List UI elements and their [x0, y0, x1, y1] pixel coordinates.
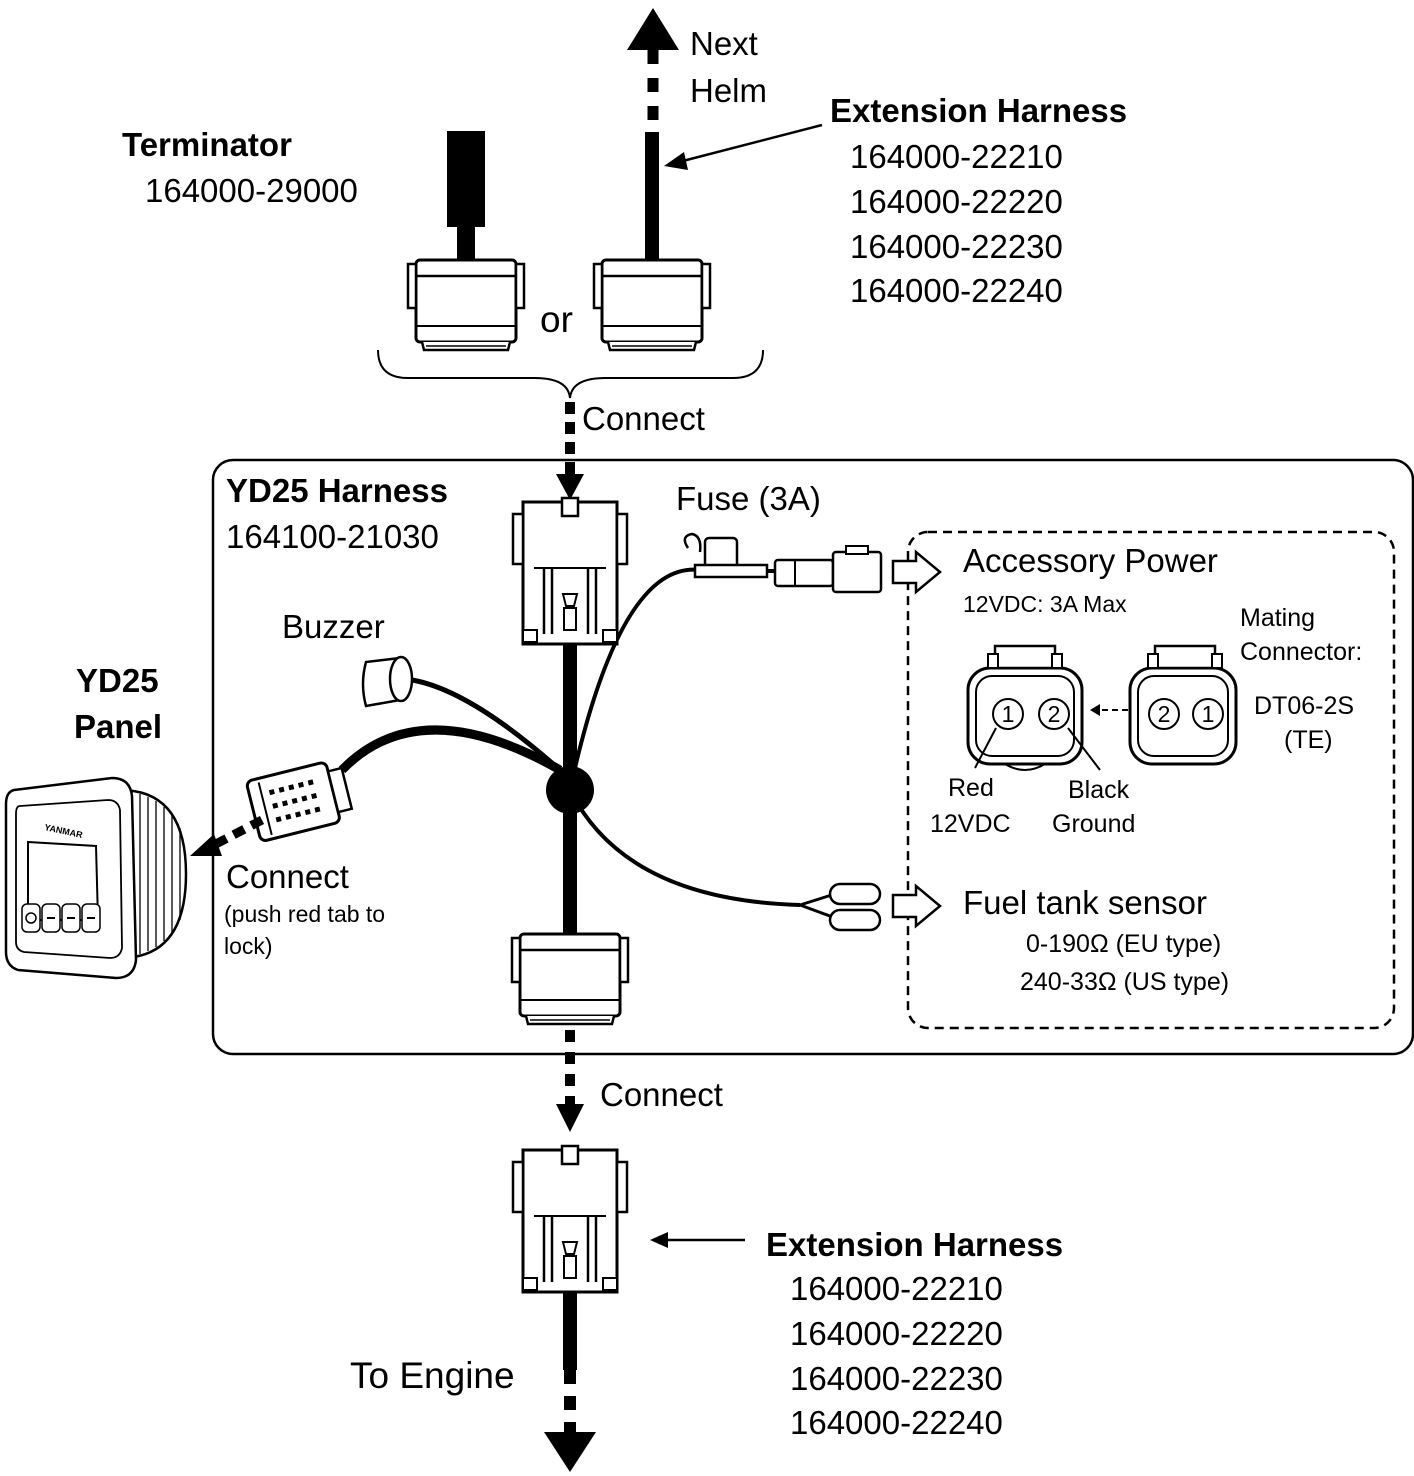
connect-arrow-top [556, 402, 584, 500]
extension-cable-top [645, 132, 659, 262]
accessory-plug [773, 545, 883, 594]
harness-part: 164100-21030 [226, 518, 439, 555]
extension-title-top: Extension Harness [830, 92, 1127, 129]
extension-part-bottom-3: 164000-22230 [790, 1360, 1003, 1397]
next-helm-line2: Helm [690, 72, 767, 109]
red-leader [974, 727, 997, 769]
harness-pin-2 [1038, 698, 1070, 730]
fuel-us: 240-33Ω (US type) [1020, 968, 1229, 996]
panel-title-line2: Panel [74, 708, 162, 745]
mating-part-line1: DT06-2S [1254, 692, 1354, 720]
mating-arrow [1090, 704, 1128, 716]
extension-connector-top [592, 258, 712, 352]
extension-part-bottom-1: 164000-22210 [790, 1270, 1003, 1307]
harness-pin-1 [992, 698, 1024, 730]
panel-title-line1: YD25 [76, 662, 159, 699]
extension-part-top-3: 164000-22230 [850, 228, 1063, 265]
harness-box [211, 458, 1414, 1056]
fuel-wire [568, 789, 801, 907]
harness-title: YD25 Harness [226, 472, 448, 509]
accessory-wire [568, 567, 701, 791]
connect-label-bottom: Connect [600, 1076, 723, 1113]
accessory-spec: 12VDC: 3A Max [963, 591, 1127, 617]
panel-note-line1: (push red tab to [224, 901, 385, 927]
mating-pin-2 [1148, 698, 1180, 730]
red-label-line2: 12VDC [930, 810, 1011, 838]
extension-title-bottom: Extension Harness [766, 1226, 1063, 1263]
harness-wires [338, 567, 801, 935]
dt-connector-harness [966, 644, 1084, 771]
buzzer-wire [411, 677, 562, 772]
extension-pointer-top [664, 123, 823, 170]
terminator-connector [406, 258, 526, 352]
yd25-panel [4, 776, 188, 980]
connect-label-top: Connect [582, 400, 705, 437]
harness-bottom-connector [510, 932, 630, 1026]
or-label: or [540, 299, 573, 340]
fuse-holder [683, 532, 775, 579]
fuse-label: Fuse (3A) [676, 480, 821, 517]
fuel-output-arrow [891, 883, 942, 929]
harness-pin-1-label: 1 [1002, 701, 1015, 727]
extension-pointer-bottom [650, 1232, 745, 1248]
terminator-title: Terminator [122, 126, 292, 163]
extension-part-top-2: 164000-22220 [850, 183, 1063, 220]
mating-part-line2: (TE) [1284, 726, 1333, 754]
red-label-line1: Red [948, 774, 994, 802]
to-engine-label: To Engine [350, 1355, 515, 1396]
connect-arrow-bottom [556, 1030, 584, 1132]
extension-part-top-1: 164000-22210 [850, 138, 1063, 175]
terminator-cap [447, 131, 485, 261]
extension-part-bottom-4: 164000-22240 [790, 1404, 1003, 1441]
mating-pin-2-label: 2 [1158, 701, 1171, 727]
fuel-sensor-leads [799, 882, 882, 932]
extension-part-bottom-2: 164000-22220 [790, 1315, 1003, 1352]
fuel-eu: 0-190Ω (EU type) [1026, 930, 1221, 958]
outputs-box [906, 530, 1396, 1030]
mating-pin-1-label: 1 [1202, 701, 1215, 727]
next-helm-arrow [627, 8, 679, 132]
dt06-mating-connector [1128, 644, 1238, 766]
accessory-title: Accessory Power [963, 542, 1218, 579]
yd25-harness-connector [511, 496, 629, 646]
black-label-line2: Ground [1052, 810, 1135, 838]
buzzer-label: Buzzer [282, 608, 385, 645]
panel-wire [338, 725, 563, 774]
mating-pin-1 [1192, 698, 1224, 730]
extension-part-top-4: 164000-22240 [850, 272, 1063, 309]
mating-label-line1: Mating [1240, 604, 1315, 632]
panel-harness-connector [245, 761, 354, 842]
next-helm-line1: Next [690, 25, 758, 62]
black-label-line1: Black [1068, 776, 1130, 804]
harness-junction [546, 766, 594, 814]
to-engine-arrow [544, 1292, 596, 1472]
mating-label-line2: Connector: [1240, 638, 1362, 666]
accessory-output-arrow [891, 549, 942, 595]
connect-label-panel: Connect [226, 858, 349, 895]
black-leader [1067, 727, 1101, 771]
terminator-part: 164000-29000 [145, 172, 358, 209]
buzzer [361, 655, 414, 708]
options-brace [377, 349, 764, 399]
connect-arrow-panel [190, 816, 265, 856]
extension-connector-bottom [511, 1144, 629, 1294]
panel-note-line2: lock) [224, 933, 273, 959]
fuel-title: Fuel tank sensor [963, 884, 1207, 921]
harness-pin-2-label: 2 [1048, 701, 1061, 727]
